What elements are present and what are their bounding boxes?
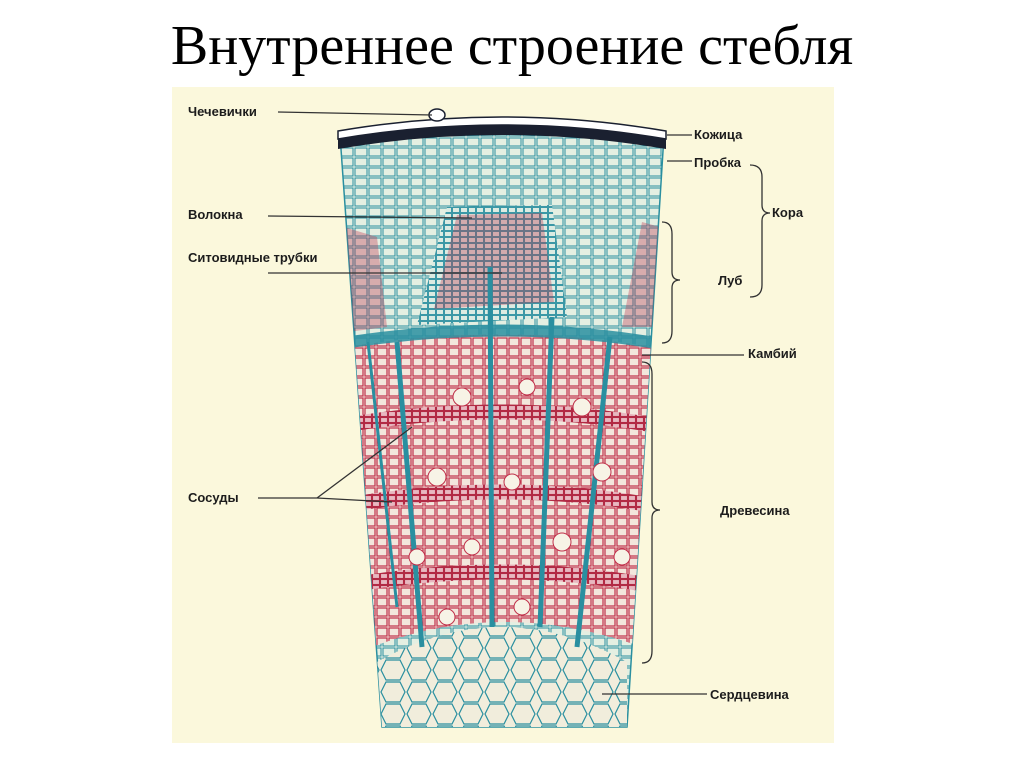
stem-illustration <box>258 108 771 728</box>
stem-cross-section-diagram: Чечевички Волокна Ситовидные трубки Сосу… <box>172 87 834 743</box>
label-sieve-tubes: Ситовидные трубки <box>188 250 318 265</box>
label-cambium: Камбий <box>748 346 797 361</box>
label-cortex: Кора <box>772 205 804 220</box>
braces <box>641 164 771 664</box>
cork-layer <box>338 125 666 149</box>
label-wood: Древесина <box>720 503 790 518</box>
label-pith: Сердцевина <box>710 687 789 702</box>
label-fibers: Волокна <box>188 207 243 222</box>
page-title: Внутреннее строение стебля <box>170 15 854 77</box>
label-epidermis: Кожица <box>694 127 743 142</box>
leader-lines <box>258 111 744 695</box>
label-phloem: Луб <box>718 273 743 288</box>
cambium-band <box>344 324 656 349</box>
pith-region <box>377 627 627 727</box>
label-lenticels: Чечевички <box>188 104 257 119</box>
label-vessels: Сосуды <box>188 490 239 505</box>
label-cork: Пробка <box>694 155 741 170</box>
epidermis-layer <box>337 116 667 140</box>
